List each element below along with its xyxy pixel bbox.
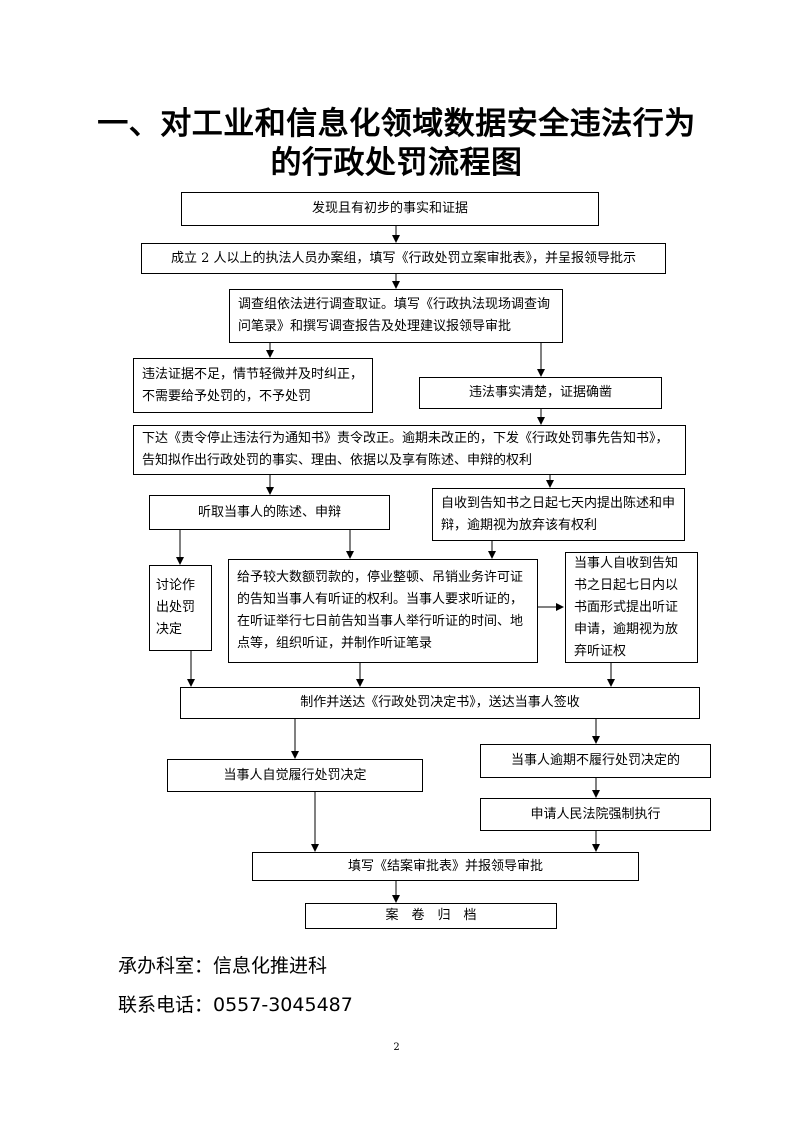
step-no-penalty: 违法证据不足，情节轻微并及时纠正，不需要给予处罚的，不予处罚 — [133, 358, 373, 413]
step-order-correct-label: 下达《责令停止违法行为通知书》责令改正。逾期未改正的，下发《行政处罚事先告知书》… — [142, 431, 669, 468]
step-seven-days-statement-label: 自收到告知书之日起七天内提出陈述和申辩，逾期视为放弃该有权利 — [441, 495, 676, 533]
step-investigate-label: 调查组依法进行调查取证。填写《行政执法现场调查询问笔录》和撰写调查报告及处理建议… — [238, 297, 551, 334]
step-facts-clear: 违法事实清楚，证据确凿 — [419, 377, 662, 409]
step-seven-days-statement: 自收到告知书之日起七天内提出陈述和申辩，逾期视为放弃该有权利 — [432, 488, 685, 541]
step-overdue-not-perform-label: 当事人逾期不履行处罚决定的 — [510, 753, 680, 768]
step-file-case-label: 成立 2 人以上的执法人员办案组，填写《行政处罚立案审批表》，并呈报领导批示 — [170, 250, 637, 266]
step-closing-form: 填写《结案审批表》并报领导审批 — [252, 852, 639, 881]
step-hearing-notice-label: 给予较大数额罚款的，停业整顿、吊销业务许可证的告知当事人有听证的权利。当事人要求… — [237, 570, 524, 651]
step-discover-label: 发现且有初步的事实和证据 — [311, 201, 468, 216]
step-hearing-notice: 给予较大数额罚款的，停业整顿、吊销业务许可证的告知当事人有听证的权利。当事人要求… — [228, 559, 538, 663]
step-hear-statement: 听取当事人的陈述、申辩 — [149, 495, 390, 530]
step-discover: 发现且有初步的事实和证据 — [181, 192, 599, 226]
step-deliver-decision-label: 制作并送达《行政处罚决定书》，送达当事人签收 — [300, 695, 580, 710]
step-investigate: 调查组依法进行调查取证。填写《行政执法现场调查询问笔录》和撰写调查报告及处理建议… — [229, 289, 563, 343]
step-deliver-decision: 制作并送达《行政处罚决定书》，送达当事人签收 — [180, 687, 700, 719]
step-voluntary-perform-label: 当事人自觉履行处罚决定 — [223, 767, 367, 783]
step-court-enforce-label: 申请人民法院强制执行 — [530, 806, 661, 822]
step-discuss-decision: 讨论作出处罚决定 — [149, 565, 212, 651]
step-discuss-decision-label: 讨论作出处罚决定 — [156, 578, 196, 637]
step-hear-statement-label: 听取当事人的陈述、申辩 — [197, 504, 341, 520]
step-facts-clear-label: 违法事实清楚，证据确凿 — [468, 385, 612, 400]
footer-phone: 联系电话：0557-3045487 — [118, 994, 353, 1016]
page-number: 2 — [393, 1042, 400, 1053]
step-archive-label: 案 卷 归 档 — [385, 908, 477, 923]
step-closing-form-label: 填写《结案审批表》并报领导审批 — [347, 858, 543, 874]
footer-department: 承办科室：信息化推进科 — [118, 955, 328, 977]
step-hearing-request-label: 当事人自收到告知书之日起七日内以书面形式提出听证申请，逾期视为放弃听证权 — [574, 555, 679, 659]
step-order-correct: 下达《责令停止违法行为通知书》责令改正。逾期未改正的，下发《行政处罚事先告知书》… — [133, 425, 686, 475]
step-voluntary-perform: 当事人自觉履行处罚决定 — [167, 759, 423, 792]
step-court-enforce: 申请人民法院强制执行 — [480, 798, 711, 831]
page-title-line-2: 的行政处罚流程图 — [270, 145, 523, 181]
step-hearing-request: 当事人自收到告知书之日起七日内以书面形式提出听证申请，逾期视为放弃听证权 — [565, 552, 698, 663]
step-file-case: 成立 2 人以上的执法人员办案组，填写《行政处罚立案审批表》，并呈报领导批示 — [141, 243, 666, 274]
step-archive: 案 卷 归 档 — [305, 903, 557, 929]
step-overdue-not-perform: 当事人逾期不履行处罚决定的 — [480, 744, 711, 778]
step-no-penalty-label: 违法证据不足，情节轻微并及时纠正，不需要给予处罚的，不予处罚 — [142, 366, 364, 404]
page-title-line-1: 一、对工业和信息化领域数据安全违法行为 — [97, 106, 696, 142]
